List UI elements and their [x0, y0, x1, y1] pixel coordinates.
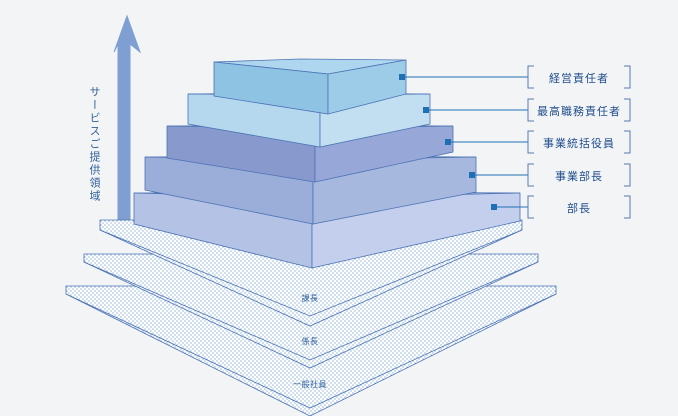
level-label-division-manager: 事業部長	[555, 170, 603, 183]
tier-top-executive	[213, 58, 407, 115]
level-label-business-executive: 事業統括役員	[543, 137, 615, 150]
label-brackets	[527, 65, 631, 219]
level-label-department-manager: 部長	[567, 202, 591, 215]
level-label-section-chief: 課長	[301, 294, 319, 303]
level-label-general-staff: 一般社員	[293, 380, 327, 389]
service-area-arrow	[113, 14, 142, 221]
level-label-chief: 係長	[301, 337, 319, 346]
service-area-label: サービスご提供領域	[88, 86, 101, 203]
level-label-top-executive: 経営責任者	[549, 72, 609, 85]
level-label-chief-officer: 最高職務責任者	[537, 105, 621, 118]
leader-lines	[399, 74, 528, 210]
